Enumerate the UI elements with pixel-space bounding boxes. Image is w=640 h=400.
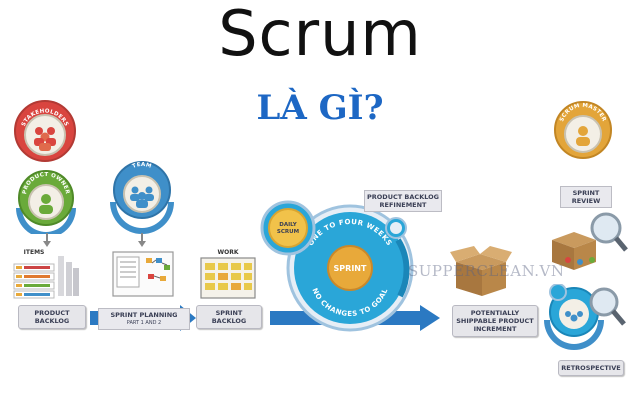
product-backlog-items-illustration	[10, 250, 80, 300]
potentially-shippable-tag: POTENTIALLY SHIPPABLE PRODUCT INCREMENT	[452, 305, 538, 337]
work-label: WORK	[217, 249, 239, 256]
team-label: TEAM	[132, 162, 152, 170]
items-label: ITEMS	[23, 249, 45, 256]
sprint-planning-board-illustration	[112, 250, 174, 300]
sprint-planning-label: SPRINT PLANNING	[110, 311, 178, 319]
sprint-planning-parts-label: PART 1 AND 2	[126, 320, 162, 326]
stakeholders-badge: STAKEHOLDERS	[12, 98, 78, 164]
page-subtitle: LÀ GÌ?	[256, 88, 384, 128]
sprint-label: SPRINT	[334, 264, 367, 273]
sprint-cycle-diagram: ONE TO FOUR WEEKS NO CHANGES TO GOAL SPR…	[248, 188, 448, 338]
person-icon	[39, 194, 53, 214]
arrow-down-icon	[43, 232, 51, 247]
sprint-backlog-work-board	[200, 250, 256, 300]
watermark-text: SUPPERCLEAN.VN	[408, 262, 565, 280]
magnifier-icon	[589, 287, 626, 326]
sprint-planning-tag: SPRINT PLANNING PART 1 AND 2	[98, 308, 190, 330]
product-backlog-tag: PRODUCT BACKLOG	[18, 305, 86, 329]
product-owner-badge: PRODUCT OWNER	[10, 168, 82, 238]
team-badge: TEAM	[104, 158, 180, 234]
sprint-backlog-tag: SPRINT BACKLOG	[196, 305, 262, 329]
scrum-master-badge: SCRUM MASTER	[548, 98, 618, 164]
arrow-down-icon	[138, 232, 146, 247]
person-icon	[576, 126, 590, 146]
product-box-illustration	[450, 244, 512, 300]
daily-scrum-label-line2: SCRUM	[277, 229, 299, 235]
team-icon	[130, 186, 154, 208]
people-icon	[34, 127, 56, 151]
product-backlog-refinement-tag: PRODUCT BACKLOG REFINEMENT	[364, 190, 442, 212]
retrospective-tag: RETROSPECTIVE	[558, 360, 624, 376]
retrospective-illustration	[540, 283, 630, 354]
sprint-review-tag: SPRINT REVIEW	[560, 186, 612, 208]
sprint-review-illustration	[548, 210, 630, 274]
svg-text:TEAM: TEAM	[132, 162, 153, 170]
daily-scrum-label-line1: DAILY	[279, 222, 298, 228]
magnifier-icon	[590, 212, 628, 252]
page-title: Scrum	[218, 0, 422, 70]
